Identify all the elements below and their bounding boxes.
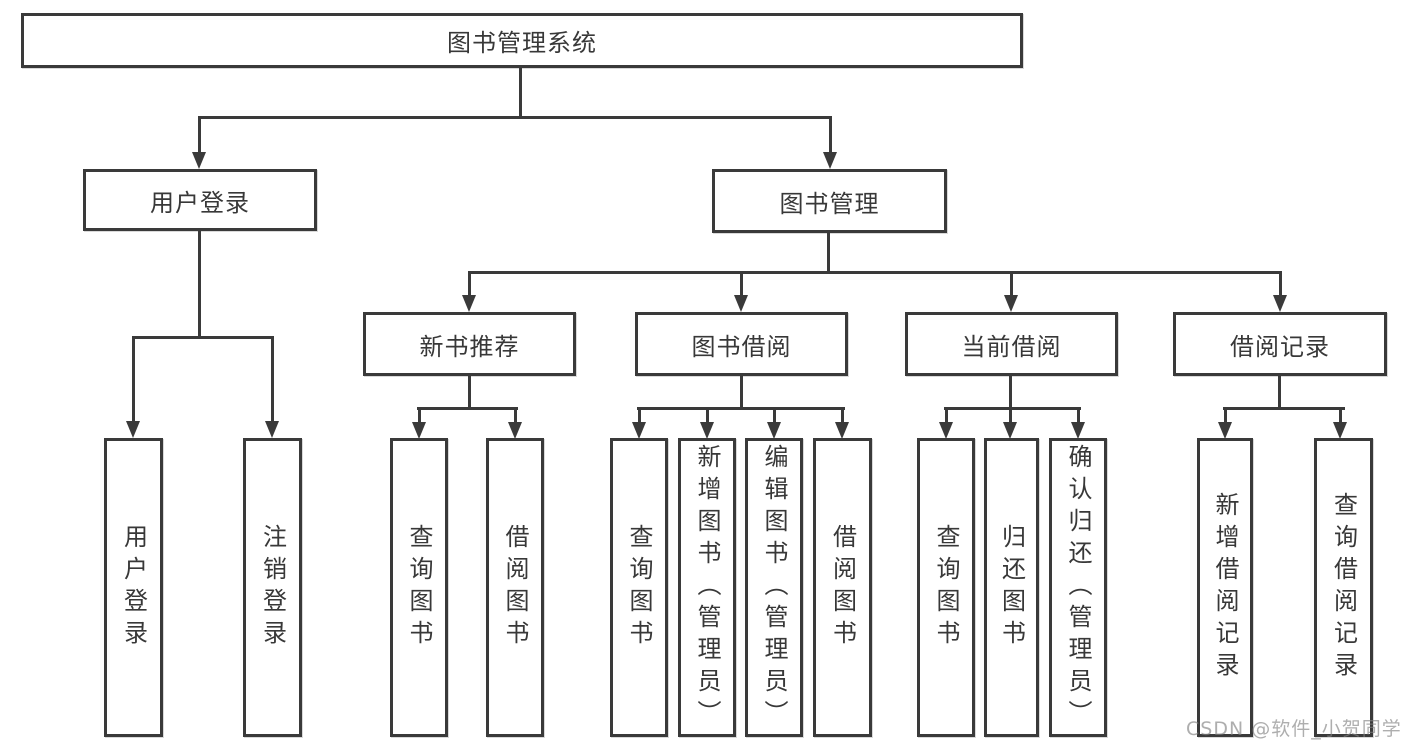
arrow-cb-query-icon bbox=[939, 407, 953, 439]
edge-mgmt-rail bbox=[468, 271, 1282, 274]
edge-records-stem bbox=[1278, 376, 1281, 410]
edge-newbook-rail bbox=[417, 407, 518, 410]
leaf-logout: 注销登录 bbox=[243, 438, 302, 737]
leaf-edit-books-admin: 编辑图书（管理员） bbox=[745, 438, 803, 737]
leaf-query-books-1: 查询图书 bbox=[390, 438, 448, 737]
node-book-borrow: 图书借阅 bbox=[635, 312, 848, 376]
leaf-user-login: 用户登录 bbox=[104, 438, 163, 737]
edge-root-rail bbox=[198, 116, 832, 119]
node-current-borrow: 当前借阅 bbox=[905, 312, 1118, 376]
edge-records-rail bbox=[1223, 407, 1345, 410]
arrow-cb-confirm-icon bbox=[1071, 407, 1085, 439]
node-root: 图书管理系统 bbox=[21, 13, 1023, 68]
arrow-to-borrow-records-icon bbox=[1273, 271, 1287, 312]
node-user-login: 用户登录 bbox=[83, 169, 317, 231]
arrow-bb-borrow-icon bbox=[835, 407, 849, 439]
csdn-watermark: CSDN @软件_小贺同学 bbox=[1186, 718, 1402, 740]
arrow-to-user-login-icon bbox=[192, 116, 206, 169]
leaf-confirm-return-admin: 确认归还（管理员） bbox=[1049, 438, 1107, 737]
edge-current-rail bbox=[944, 407, 1081, 410]
edge-borrow-rail bbox=[637, 407, 845, 410]
leaf-return-books: 归还图书 bbox=[984, 438, 1039, 737]
leaf-query-books-2: 查询图书 bbox=[610, 438, 668, 737]
leaf-borrow-books-1: 借阅图书 bbox=[486, 438, 544, 737]
arrow-bb-edit-icon bbox=[767, 407, 781, 439]
leaf-add-books-admin: 新增图书（管理员） bbox=[678, 438, 736, 737]
leaf-query-borrow-record: 查询借阅记录 bbox=[1314, 438, 1373, 737]
edge-root-stem bbox=[519, 68, 522, 118]
arrow-to-book-management-icon bbox=[823, 116, 837, 169]
leaf-query-books-3: 查询图书 bbox=[917, 438, 975, 737]
arrow-to-current-borrow-icon bbox=[1004, 271, 1018, 312]
node-new-book-recommend: 新书推荐 bbox=[363, 312, 576, 376]
node-borrow-records: 借阅记录 bbox=[1173, 312, 1387, 376]
arrow-cb-return-icon bbox=[1003, 407, 1017, 439]
edge-mgmt-stem bbox=[827, 232, 830, 274]
edge-current-stem bbox=[1009, 376, 1012, 410]
node-book-management: 图书管理 bbox=[712, 169, 947, 233]
arrow-bb-add-icon bbox=[700, 407, 714, 439]
arrow-nb-borrow-icon bbox=[508, 407, 522, 439]
edge-login-rail bbox=[132, 336, 274, 339]
leaf-add-borrow-record: 新增借阅记录 bbox=[1197, 438, 1253, 737]
arrow-to-leaf-logout-icon bbox=[265, 336, 279, 438]
arrow-bb-query-icon bbox=[632, 407, 646, 439]
edge-login-stem bbox=[198, 231, 201, 339]
edge-borrow-stem bbox=[740, 376, 743, 410]
arrow-rec-query-icon bbox=[1333, 407, 1347, 439]
arrow-to-book-borrow-icon bbox=[734, 271, 748, 312]
arrow-rec-add-icon bbox=[1218, 407, 1232, 439]
arrow-to-leaf-user-login-icon bbox=[126, 336, 140, 438]
leaf-borrow-books-2: 借阅图书 bbox=[813, 438, 872, 737]
arrow-nb-query-icon bbox=[412, 407, 426, 439]
arrow-to-new-book-icon bbox=[462, 271, 476, 312]
edge-newbook-stem bbox=[468, 376, 471, 410]
